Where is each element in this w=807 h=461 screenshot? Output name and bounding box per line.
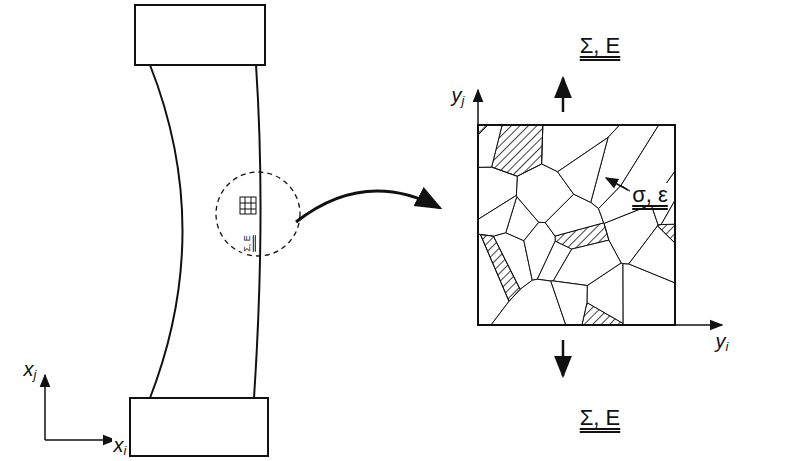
gauge-left-edge <box>150 65 183 398</box>
grain <box>558 137 609 202</box>
grain <box>478 195 517 236</box>
zoom-arrow <box>296 191 440 222</box>
specimen-load-label: Σ, E <box>241 233 252 254</box>
axis-label: yj <box>450 84 467 108</box>
grain <box>551 281 587 325</box>
rve-square <box>478 125 675 325</box>
local-axes <box>478 90 722 325</box>
axis-label: xj <box>22 358 39 382</box>
grain <box>480 234 520 301</box>
global-axes <box>45 375 115 440</box>
grain-structure <box>478 125 675 325</box>
small-element <box>240 197 256 214</box>
gauge-right-edge <box>254 65 261 398</box>
bottom-grip <box>130 398 268 456</box>
micro-field-label: σ, ε <box>630 183 670 207</box>
top-grip <box>135 5 265 65</box>
leader-line <box>606 178 628 190</box>
specimen <box>130 5 268 456</box>
zoom-circle <box>216 172 300 256</box>
grain <box>478 125 502 167</box>
axis-label: xi <box>112 434 129 458</box>
grain <box>658 224 675 243</box>
macro-load-label: Σ, E <box>578 34 623 58</box>
axis-label: yi <box>714 330 731 354</box>
grain <box>537 241 571 281</box>
macro-load-label: Σ, E <box>578 406 623 430</box>
grain <box>545 194 603 236</box>
load-arrows <box>562 78 565 376</box>
